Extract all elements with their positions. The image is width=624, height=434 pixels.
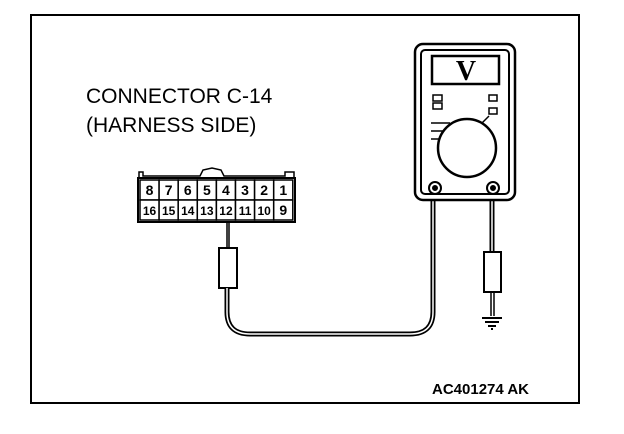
pin-cell [272,199,294,221]
connector-title: CONNECTOR C-14 [86,85,273,108]
rotary-dial [436,117,498,179]
pin-label-12: 12 [219,204,233,218]
pin-label-11: 11 [239,204,252,218]
multimeter [413,42,517,202]
meter-display [430,54,501,86]
pin-label-9: 9 [279,202,287,218]
figure-id: AC401274 AK [432,381,529,398]
ground-probe-handle [483,251,502,293]
ground-icon [482,317,502,330]
pin-label-2: 2 [260,182,268,198]
meter-display-symbol: V [456,56,476,87]
connector-caption: CONNECTOR C-14 (HARNESS SIDE) [86,82,272,140]
pin-label-3: 3 [241,182,249,198]
pin-label-8: 8 [146,182,154,198]
pin-label-15: 15 [162,204,176,218]
pin-label-16: 16 [143,204,157,218]
probe-handle [218,247,238,289]
connector-probe [218,194,436,337]
pin-label-1: 1 [279,182,287,198]
pin-label-14: 14 [181,204,195,218]
diagram-frame [30,14,580,404]
pin-label-5: 5 [203,182,211,198]
connector-subtitle: (HARNESS SIDE) [86,114,257,137]
ground-probe [482,194,502,330]
pin-label-7: 7 [165,182,173,198]
pin-label-10: 10 [257,204,271,218]
pin-label-13: 13 [200,204,214,218]
pin-label-4: 4 [222,182,230,198]
pin-label-6: 6 [184,182,192,198]
